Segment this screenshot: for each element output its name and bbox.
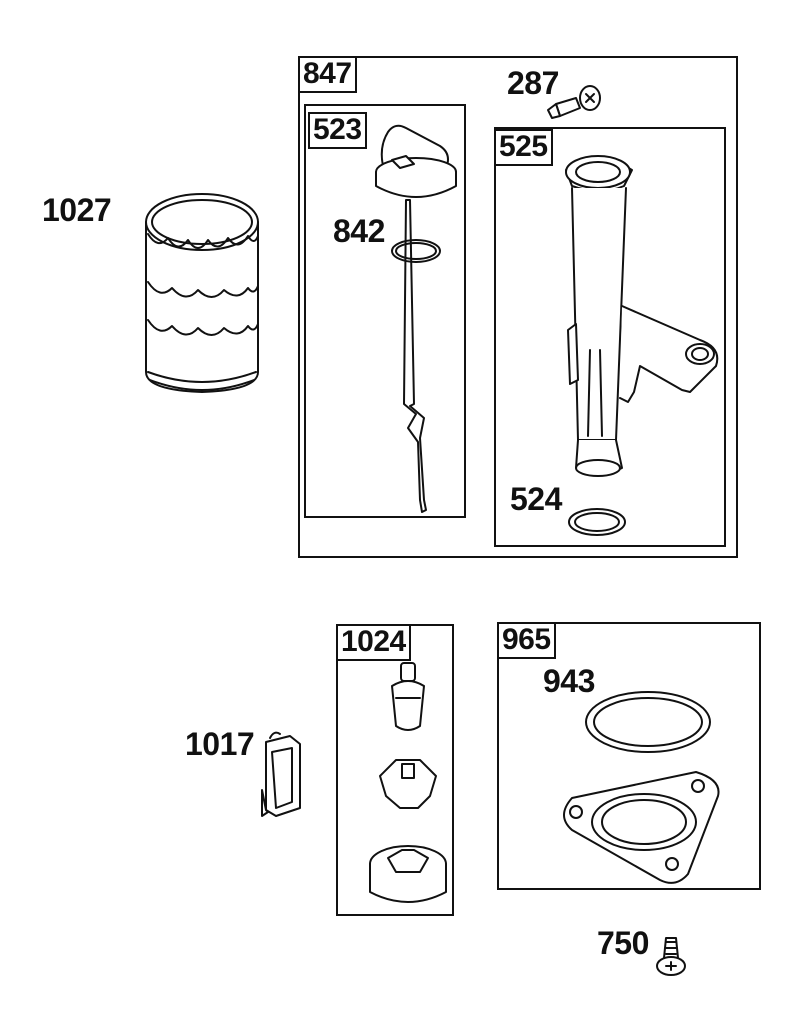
oil-filter-1027-drawing [145,193,259,393]
kit-847-box [298,56,738,558]
kit-965-drawing [563,691,720,884]
kit-1024-drawing [369,662,447,903]
screw-750-drawing [656,937,686,976]
label-1017: 1017 [185,726,255,762]
label-525: 525 [494,129,553,166]
adapter-1017-drawing [261,731,301,817]
tube-525-drawing [565,155,719,536]
dipstick-523-box [304,104,466,518]
tube-525-box [494,127,726,547]
label-1027: 1027 [42,192,112,228]
label-287: 287 [507,65,559,101]
label-523: 523 [308,112,367,149]
label-524: 524 [510,481,562,517]
label-750: 750 [597,925,649,961]
dipstick-523-drawing [375,124,457,513]
label-847: 847 [298,56,357,93]
label-842: 842 [333,213,385,249]
label-1024: 1024 [336,624,411,661]
kit-965-box [497,622,761,890]
label-965: 965 [497,622,556,659]
label-943: 943 [543,663,595,699]
screw-287-drawing [547,85,601,119]
